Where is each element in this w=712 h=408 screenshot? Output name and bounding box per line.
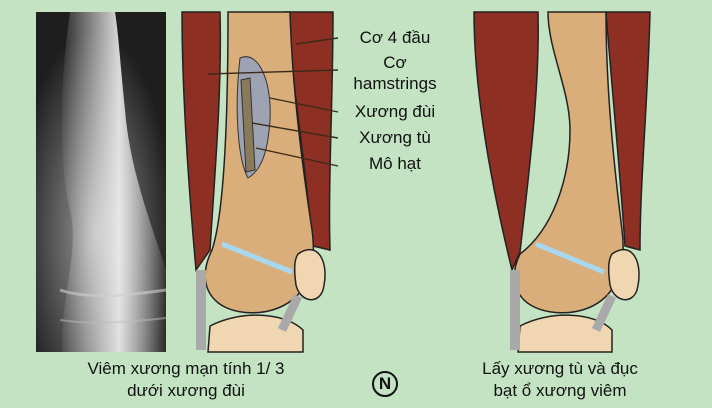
femur-diagram-left <box>182 12 338 352</box>
label-hamstrings: Cơ hamstrings <box>340 52 450 94</box>
muscle-posterior-right <box>474 12 538 270</box>
label-femur: Xương đùi <box>340 101 450 122</box>
label-granulation: Mô hạt <box>340 153 450 174</box>
femur-diagram-right <box>474 12 650 352</box>
muscle-posterior-left <box>182 12 220 270</box>
xray-image <box>36 12 166 352</box>
publisher-logo: N <box>372 371 398 397</box>
label-quadriceps: Cơ 4 đầu <box>340 27 450 48</box>
ligament-left-a <box>196 270 206 350</box>
caption-left: Viêm xương mạn tính 1/ 3 dưới xương đùi <box>36 358 336 402</box>
ligament-right-a <box>510 270 520 350</box>
caption-right: Lấy xương tù và đục bạt ổ xương viêm <box>440 358 680 402</box>
patella-left <box>295 250 325 300</box>
patella-right <box>609 250 639 300</box>
label-sequestrum: Xương tù <box>340 127 450 148</box>
